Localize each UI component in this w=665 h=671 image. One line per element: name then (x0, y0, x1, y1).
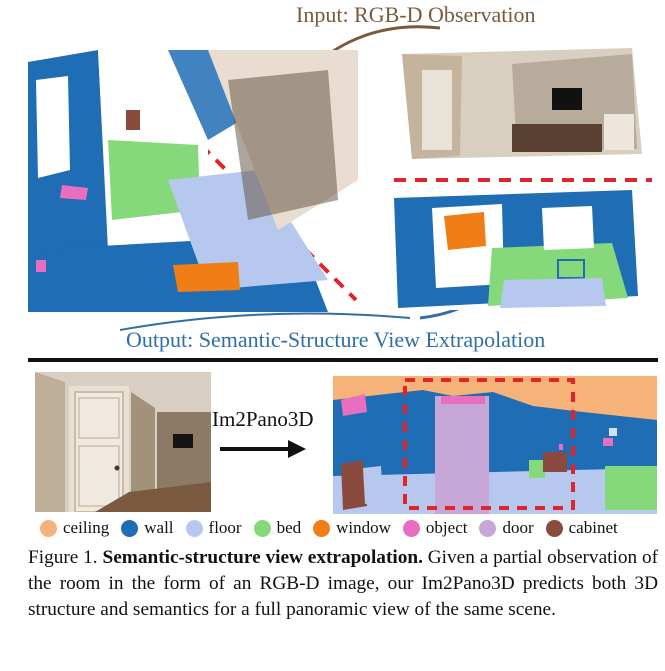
right-arrow-icon (220, 440, 306, 458)
legend-item-window: window (313, 518, 391, 538)
legend-item-object: object (402, 518, 468, 538)
legend-item-wall: wall (121, 518, 174, 538)
legend-item-floor: floor (185, 518, 242, 538)
caption-body: Given a partial observation of the room … (28, 547, 659, 620)
section-divider (28, 358, 658, 362)
caption-title: Semantic-structure view extrapolation. (102, 547, 423, 568)
floor-swatch-icon (185, 519, 203, 537)
legend-item-door: door (479, 518, 534, 538)
cabinet-swatch-icon (545, 519, 563, 537)
figure-caption: Figure 1. Semantic-structure view extrap… (28, 545, 658, 623)
legend-label: door (502, 518, 534, 537)
legend-label: window (336, 518, 391, 537)
legend-label: object (425, 518, 468, 537)
legend-label: ceiling (63, 518, 110, 537)
door-swatch-icon (479, 519, 497, 537)
legend-item-bed: bed (253, 518, 302, 538)
legend-label: cabinet (568, 518, 618, 537)
object-swatch-icon (402, 519, 420, 537)
legend: ceiling wall floor bed window object doo… (40, 517, 630, 539)
panorama-semantic-output (333, 376, 657, 514)
rgb-input-photo (35, 372, 211, 512)
wall-swatch-icon (121, 519, 139, 537)
figure-label: Figure 1. (28, 547, 98, 568)
rgbd-input-pointcloud (392, 44, 654, 164)
semantic-pointcloud-left (28, 50, 358, 312)
window-swatch-icon (313, 519, 331, 537)
top-figure: Input: RGB-D Observation (28, 2, 654, 352)
output-label: Output: Semantic-Structure View Extrapol… (126, 327, 546, 352)
legend-label: floor (208, 518, 242, 537)
legend-item-cabinet: cabinet (545, 518, 618, 538)
legend-item-ceiling: ceiling (40, 518, 109, 538)
input-label: Input: RGB-D Observation (296, 2, 536, 27)
semantic-output-pointcloud (392, 188, 638, 310)
legend-label: wall (144, 518, 174, 537)
legend-label: bed (276, 518, 302, 537)
bed-swatch-icon (253, 519, 271, 537)
ceiling-swatch-icon (40, 519, 57, 537)
model-label: Im2Pano3D (212, 407, 314, 431)
